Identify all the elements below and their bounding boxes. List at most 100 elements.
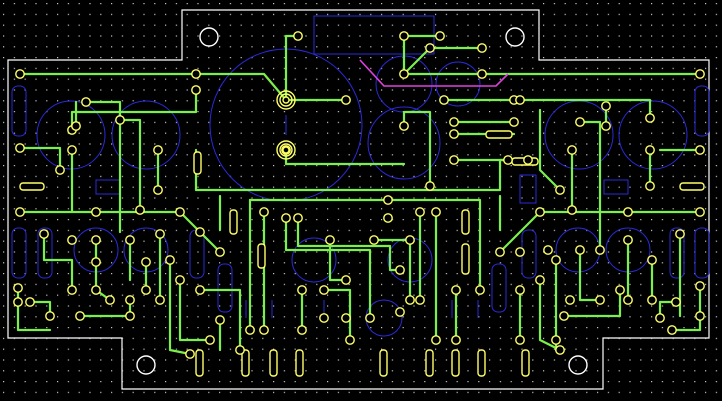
pad-icon[interactable] [155,229,165,239]
pad-icon[interactable] [477,69,487,79]
pad-icon[interactable] [191,69,201,79]
pad-icon[interactable] [153,185,163,195]
pad-icon[interactable] [13,283,23,293]
pad-icon[interactable] [645,113,655,123]
pad-icon[interactable] [281,213,291,223]
pad-icon[interactable] [245,325,255,335]
pad-icon[interactable] [647,255,657,265]
pad-icon[interactable] [341,275,351,285]
pad-icon[interactable] [215,315,225,325]
smd-pad-icon[interactable] [269,349,278,377]
pad-icon[interactable] [55,165,65,175]
large-pad-icon[interactable] [276,140,296,160]
large-pad-icon[interactable] [282,96,290,104]
pad-icon[interactable] [15,69,25,79]
smd-pad-icon[interactable] [461,243,470,275]
pad-icon[interactable] [191,85,201,95]
pad-icon[interactable] [595,295,605,305]
pad-icon[interactable] [297,325,307,335]
pad-icon[interactable] [695,311,705,321]
pad-icon[interactable] [67,145,77,155]
pad-icon[interactable] [449,155,459,165]
pad-icon[interactable] [555,185,565,195]
pad-icon[interactable] [75,311,85,321]
pad-icon[interactable] [523,155,533,165]
pad-icon[interactable] [91,235,101,245]
smd-pad-icon[interactable] [477,349,486,377]
pad-icon[interactable] [175,275,185,285]
pad-icon[interactable] [395,265,405,275]
pad-icon[interactable] [551,255,561,265]
pad-icon[interactable] [555,345,565,355]
pad-icon[interactable] [115,115,125,125]
pad-icon[interactable] [515,247,525,257]
pad-icon[interactable] [667,325,677,335]
pad-icon[interactable] [565,295,575,305]
pad-icon[interactable] [435,31,445,41]
pad-icon[interactable] [319,285,329,295]
mounting-hole-icon[interactable] [199,27,219,47]
pad-icon[interactable] [405,235,415,245]
pad-icon[interactable] [141,257,151,267]
through-hole-pads[interactable] [13,31,705,359]
pad-icon[interactable] [623,207,633,217]
pad-icon[interactable] [575,245,585,255]
pad-icon[interactable] [195,285,205,295]
pad-icon[interactable] [175,207,185,217]
pad-icon[interactable] [425,43,435,53]
pad-icon[interactable] [601,121,611,131]
pad-icon[interactable] [615,285,625,295]
mounting-hole-icon[interactable] [568,355,588,375]
large-pad-icon[interactable] [279,93,293,107]
pad-icon[interactable] [135,205,145,215]
pad-icon[interactable] [259,325,269,335]
pad-icon[interactable] [67,235,77,245]
smd-pads[interactable] [19,130,705,377]
pad-icon[interactable] [495,247,505,257]
pad-icon[interactable] [185,349,195,359]
pad-icon[interactable] [451,285,461,295]
smd-pad-icon[interactable] [241,349,250,377]
pad-icon[interactable] [399,69,409,79]
smd-pad-icon[interactable] [425,349,434,377]
large-pad-icon[interactable] [276,90,296,110]
pad-icon[interactable] [695,69,705,79]
large-pad-icon[interactable] [282,146,290,154]
pad-icon[interactable] [431,207,441,217]
pad-icon[interactable] [515,335,525,345]
smd-pad-icon[interactable] [195,349,204,377]
pad-icon[interactable] [399,121,409,131]
pad-icon[interactable] [319,313,329,323]
mounting-hole-icon[interactable] [505,27,525,47]
pad-icon[interactable] [449,129,459,139]
pad-icon[interactable] [39,229,49,239]
pad-icon[interactable] [543,245,553,255]
pad-icon[interactable] [477,43,487,53]
pad-icon[interactable] [567,205,577,215]
pad-icon[interactable] [695,207,705,217]
pad-icon[interactable] [601,101,611,111]
pad-icon[interactable] [195,227,205,237]
pad-icon[interactable] [15,207,25,217]
copper-tracks[interactable] [16,34,702,356]
smd-pad-icon[interactable] [295,349,304,377]
pad-icon[interactable] [165,255,175,265]
pad-icon[interactable] [325,235,335,245]
pad-icon[interactable] [91,207,101,217]
pad-icon[interactable] [559,311,569,321]
pad-icon[interactable] [567,145,577,155]
pad-icon[interactable] [141,285,151,295]
mounting-hole-icon[interactable] [136,355,156,375]
pad-icon[interactable] [81,97,91,107]
selected-track[interactable] [359,59,509,87]
pad-icon[interactable] [365,313,375,323]
pad-icon[interactable] [695,145,705,155]
pad-icon[interactable] [623,295,633,305]
smd-pad-icon[interactable] [229,209,238,235]
pad-icon[interactable] [623,235,633,245]
pad-icon[interactable] [399,31,409,41]
pad-icon[interactable] [25,297,35,307]
pad-icon[interactable] [341,313,351,323]
pad-icon[interactable] [45,311,55,321]
